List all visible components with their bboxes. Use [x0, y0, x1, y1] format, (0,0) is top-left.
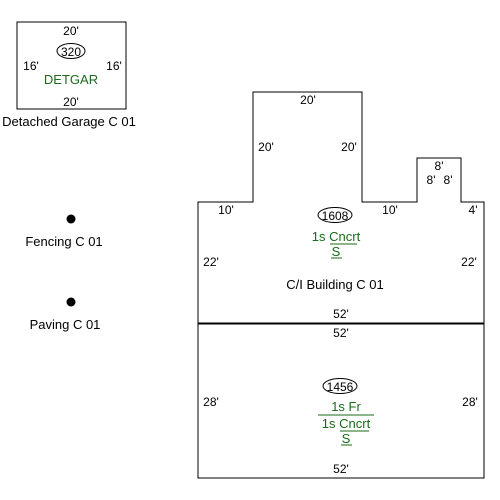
building-bump-left-dim: 8' — [427, 173, 436, 187]
lower-construction-upper: 1s Fr — [331, 399, 361, 414]
fencing-caption: Fencing C 01 — [25, 234, 102, 249]
lower-bottom-dim: 52' — [333, 462, 349, 476]
garage-right-dim: 16' — [106, 59, 122, 73]
lower-construction-lower: 1s Cncrt — [322, 416, 371, 431]
building-area-oval — [317, 207, 353, 223]
garage-left-dim: 16' — [23, 59, 39, 73]
detached-garage[interactable]: 20' 16' 16' 320 DETGAR 20' Detached Gara… — [2, 21, 136, 129]
lower-area-oval — [322, 378, 358, 394]
garage-outline — [16, 21, 127, 110]
fencing-item[interactable]: Fencing C 01 — [25, 214, 103, 250]
building-bottom-dim: 52' — [333, 307, 349, 321]
garage-code: DETGAR — [44, 72, 98, 87]
lower-area: 1456 — [327, 380, 354, 394]
lower-grade: S — [342, 431, 351, 446]
lower-left-dim: 28' — [203, 395, 219, 409]
garage-caption: Detached Garage C 01 — [2, 114, 136, 129]
lower-outline — [197, 323, 485, 479]
building-left-dim: 22' — [203, 255, 219, 269]
garage-area-oval — [56, 43, 86, 59]
building-bump-top-dim: 8' — [435, 159, 444, 173]
building-tower-top-dim: 20' — [300, 93, 316, 107]
paving-dot — [66, 297, 76, 307]
paving-caption: Paving C 01 — [30, 317, 101, 332]
lower-top-dim: 52' — [333, 326, 349, 340]
building-left-top-dim: 10' — [218, 203, 234, 217]
garage-top-dim: 20' — [63, 24, 79, 38]
paving-item[interactable]: Paving C 01 — [30, 297, 101, 333]
building-mid-top-dim: 10' — [382, 203, 398, 217]
building-area: 1608 — [322, 209, 349, 223]
garage-bottom-dim: 20' — [63, 95, 79, 109]
lower-right-dim: 28' — [462, 395, 478, 409]
building-right-top-dim: 4' — [469, 203, 478, 217]
ci-building[interactable]: 20' 20' 20' 8' 8' 8' 10' 10' 4' 1608 1s … — [197, 91, 485, 324]
building-tower-left-dim: 20' — [258, 140, 274, 154]
building-right-dim: 22' — [461, 255, 477, 269]
building-bump-right-dim: 8' — [444, 173, 453, 187]
lower-section[interactable]: 52' 1456 28' 28' 1s Fr 1s Cncrt S 52' — [197, 323, 485, 479]
building-grade: S — [332, 244, 341, 259]
fencing-dot — [66, 214, 76, 224]
building-caption: C/I Building C 01 — [286, 277, 384, 292]
building-tower-right-dim: 20' — [341, 140, 357, 154]
building-construction: 1s Cncrt — [312, 229, 361, 244]
garage-area: 320 — [61, 45, 81, 59]
